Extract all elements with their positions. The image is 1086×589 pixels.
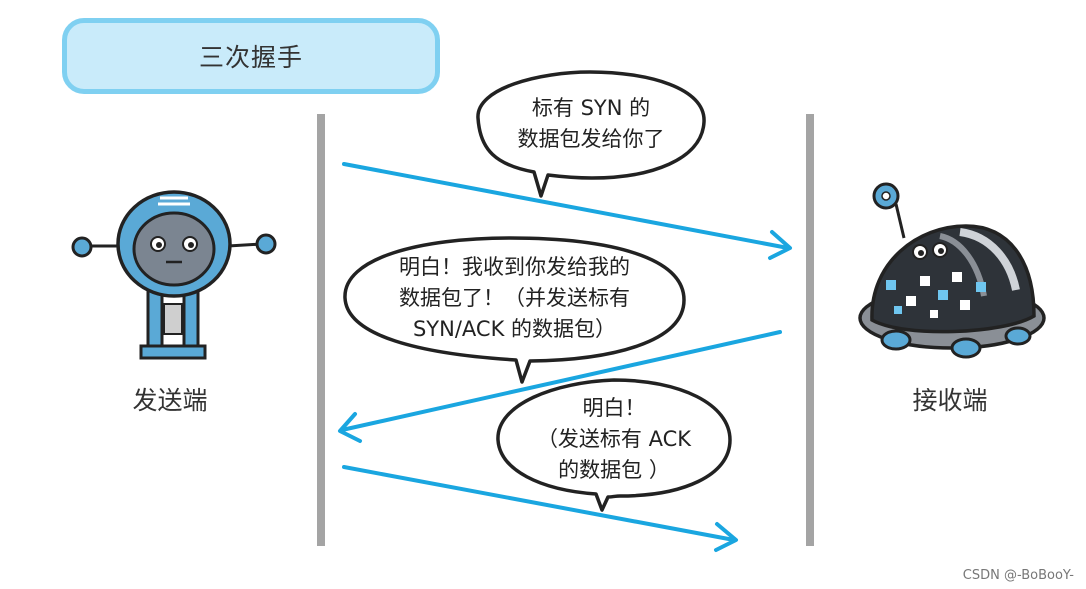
arrow-syn bbox=[342, 162, 792, 260]
watermark: CSDN @-BoBooY- bbox=[962, 568, 1074, 583]
arrow-ack bbox=[342, 465, 738, 552]
bubble-line: 数据包发给你了 bbox=[517, 127, 665, 151]
bubble-line: 标有 SYN 的 bbox=[531, 96, 651, 120]
bubble-line: 数据包了！（并发送标有 bbox=[399, 286, 630, 310]
sender-robot-illustration bbox=[71, 190, 277, 360]
bubble-line: 明白！我收到你发给我的 bbox=[399, 255, 630, 279]
speech-bubble-ack bbox=[496, 378, 732, 512]
sender-label: 发送端 bbox=[132, 386, 208, 415]
arrow-syn-ack bbox=[338, 330, 782, 443]
speech-bubble-syn bbox=[476, 70, 706, 198]
bubble-syn-ack-text: 明白！我收到你发给我的 数据包了！（并发送标有 SYN/ACK 的数据包） bbox=[345, 252, 684, 345]
diagram-title: 三次握手 bbox=[62, 18, 440, 94]
bubble-line: SYN/ACK 的数据包） bbox=[412, 317, 617, 341]
bubble-syn-text: 标有 SYN 的 数据包发给你了 bbox=[478, 93, 704, 155]
receiver-robot-illustration bbox=[858, 182, 1046, 359]
bubble-line: 明白！ bbox=[582, 396, 646, 420]
speech-bubble-syn-ack bbox=[343, 236, 686, 384]
receiver-timeline bbox=[806, 114, 814, 546]
bubble-ack-text: 明白！ （发送标有 ACK 的数据包 ） bbox=[498, 393, 730, 486]
receiver-label: 接收端 bbox=[912, 386, 988, 415]
bubble-line: 的数据包 ） bbox=[558, 458, 670, 482]
bubble-line: （发送标有 ACK bbox=[536, 427, 692, 451]
sender-timeline bbox=[317, 114, 325, 546]
